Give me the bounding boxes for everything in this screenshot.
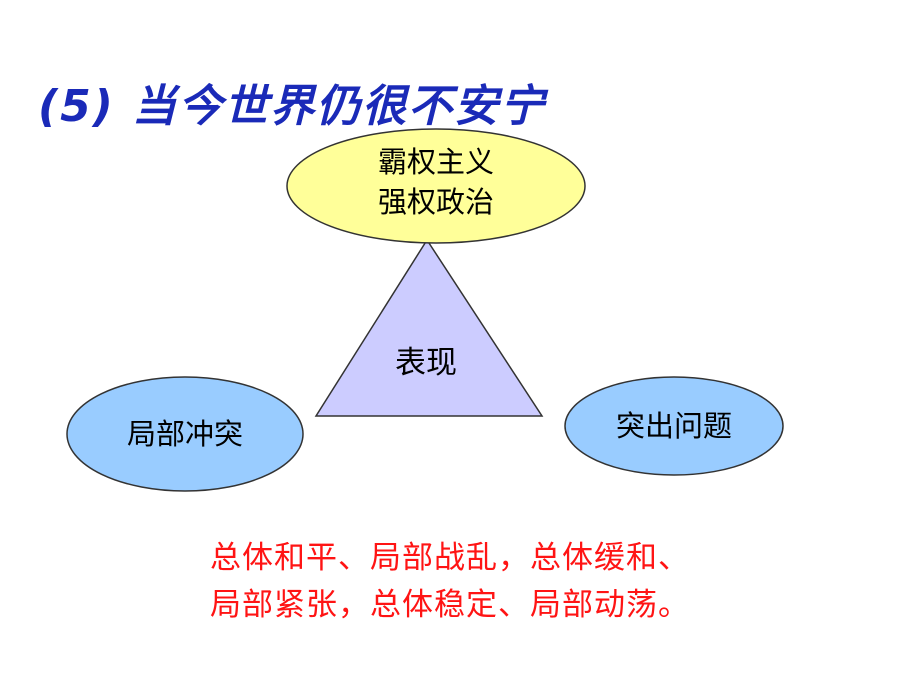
slide-title: (5) 当今世界仍很不安宁	[38, 81, 547, 132]
summary-line-1: 总体和平、局部战乱，总体缓和、	[210, 540, 690, 576]
right-ellipse-label: 突出问题	[615, 409, 732, 443]
top-ellipse	[286, 128, 586, 244]
center-triangle	[314, 238, 544, 417]
left-ellipse	[66, 376, 304, 492]
summary-line-2: 局部紧张，总体稳定、局部动荡。	[210, 587, 690, 623]
power-politics-label: 强权政治	[377, 185, 494, 219]
hegemonism-label: 霸权主义	[377, 145, 494, 179]
top-ellipse-text: 霸权主义 强权政治	[336, 142, 536, 222]
right-ellipse	[564, 376, 784, 476]
triangle-label: 表现	[395, 345, 457, 381]
left-ellipse-label: 局部冲突	[126, 417, 243, 451]
